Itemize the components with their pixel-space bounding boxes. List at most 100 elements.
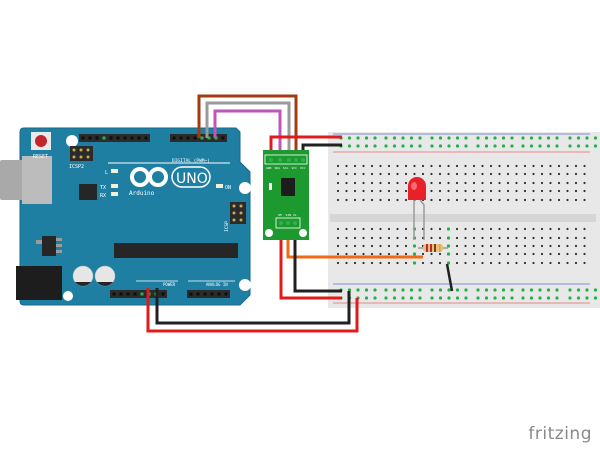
terminal-hole bbox=[446, 236, 451, 240]
terminal-hole bbox=[353, 198, 357, 202]
terminal-hole bbox=[464, 252, 467, 256]
terminal-hole bbox=[336, 252, 340, 256]
icsp-pin bbox=[79, 155, 83, 159]
rail-hole bbox=[476, 144, 480, 148]
terminal-hole bbox=[379, 189, 382, 193]
terminal-hole bbox=[336, 189, 340, 193]
terminal-hole bbox=[566, 181, 569, 185]
terminal-hole bbox=[412, 252, 417, 256]
terminal-hole bbox=[421, 164, 425, 168]
resistor[interactable] bbox=[418, 244, 448, 252]
module-pin-label: VCC bbox=[292, 166, 298, 170]
terminal-hole bbox=[489, 189, 493, 193]
terminal-hole bbox=[336, 244, 340, 248]
rail-hole bbox=[484, 136, 489, 140]
rail-hole bbox=[576, 144, 581, 148]
terminal-hole bbox=[421, 261, 425, 265]
terminal-hole bbox=[515, 244, 518, 248]
terminal-hole bbox=[370, 181, 374, 185]
header-pin bbox=[193, 136, 197, 140]
rail-hole bbox=[521, 288, 525, 292]
rail-hole bbox=[418, 288, 422, 292]
terminal-hole bbox=[362, 198, 365, 202]
terminal-hole bbox=[379, 164, 382, 168]
wire-red-module-vcc[interactable] bbox=[269, 135, 342, 155]
icsp-pin bbox=[232, 218, 236, 222]
terminal-hole bbox=[438, 261, 442, 265]
icsp-pin bbox=[86, 155, 90, 159]
terminal-hole bbox=[574, 198, 578, 202]
rail-hole bbox=[373, 136, 377, 140]
terminal-hole bbox=[583, 164, 586, 168]
module-bottom-header bbox=[275, 217, 301, 229]
terminal-hole bbox=[532, 236, 535, 240]
terminal-hole bbox=[438, 236, 442, 240]
terminal-hole bbox=[455, 164, 459, 168]
rail-hole bbox=[438, 296, 443, 300]
header-pin bbox=[179, 136, 183, 140]
icsp-body bbox=[230, 202, 246, 224]
terminal-hole bbox=[498, 244, 501, 248]
terminal-hole bbox=[438, 198, 442, 202]
terminal-hole bbox=[336, 198, 340, 202]
wire-magenta[interactable] bbox=[213, 109, 282, 150]
header-strip bbox=[187, 290, 230, 298]
terminal-hole bbox=[532, 198, 535, 202]
terminal-hole bbox=[472, 164, 476, 168]
led-tx bbox=[111, 184, 118, 188]
rail-hole bbox=[356, 136, 360, 140]
terminal-hole bbox=[583, 181, 586, 185]
rail-hole bbox=[484, 144, 489, 148]
rail-hole bbox=[347, 288, 352, 292]
terminal-hole bbox=[387, 244, 391, 248]
terminal-hole bbox=[472, 189, 476, 193]
wire-red-5v[interactable] bbox=[146, 288, 359, 333]
icsp-pin bbox=[232, 211, 236, 215]
red-led[interactable] bbox=[408, 177, 426, 240]
reset-button[interactable] bbox=[35, 135, 47, 147]
terminal-hole bbox=[430, 189, 433, 193]
wire-black-resistor-gnd[interactable] bbox=[445, 263, 454, 292]
terminal-hole bbox=[481, 172, 484, 176]
rail-hole bbox=[430, 288, 434, 292]
arduino-uno-board[interactable]: RESET ICSP2 DIGITAL (PWM~) L TX RX ON bbox=[0, 127, 251, 306]
terminal-hole bbox=[370, 198, 374, 202]
terminal-hole bbox=[353, 261, 357, 265]
wire-black-gnd[interactable] bbox=[155, 288, 351, 325]
terminal-hole bbox=[345, 181, 348, 185]
wire-brown-scl[interactable] bbox=[197, 94, 298, 150]
terminal-hole bbox=[404, 181, 408, 185]
terminal-hole bbox=[583, 198, 586, 202]
header-pin bbox=[109, 136, 113, 140]
mounting-hole bbox=[66, 135, 78, 147]
module-pin-label: VL bbox=[293, 213, 297, 217]
module-pin bbox=[269, 158, 273, 162]
rail-hole bbox=[538, 136, 542, 140]
terminal-hole bbox=[430, 181, 433, 185]
terminal-hole bbox=[557, 261, 561, 265]
terminal-hole bbox=[506, 261, 510, 265]
terminal-hole bbox=[472, 198, 476, 202]
terminal-hole bbox=[387, 198, 391, 202]
terminal-hole bbox=[506, 181, 510, 185]
terminal-hole bbox=[379, 261, 382, 265]
terminal-hole bbox=[387, 181, 391, 185]
rail-hole bbox=[347, 144, 352, 148]
terminal-hole bbox=[396, 236, 399, 240]
terminal-hole bbox=[464, 198, 467, 202]
module-mounting-hole bbox=[265, 229, 273, 237]
wire-black-module-bottom[interactable] bbox=[293, 240, 342, 293]
fritzing-logo: fritzing bbox=[528, 424, 592, 444]
wire-red-module-bottom[interactable] bbox=[279, 240, 342, 300]
rail-hole bbox=[464, 288, 468, 292]
wire-orange-signal[interactable] bbox=[286, 240, 423, 259]
terminal-hole bbox=[455, 189, 459, 193]
terminal-hole bbox=[387, 172, 391, 176]
analog-header bbox=[187, 290, 230, 298]
rail-hole bbox=[493, 296, 497, 300]
breadboard[interactable] bbox=[328, 132, 600, 308]
wire-gray-sda[interactable] bbox=[205, 101, 291, 150]
terminal-hole bbox=[370, 261, 374, 265]
terminal-hole bbox=[566, 252, 569, 256]
